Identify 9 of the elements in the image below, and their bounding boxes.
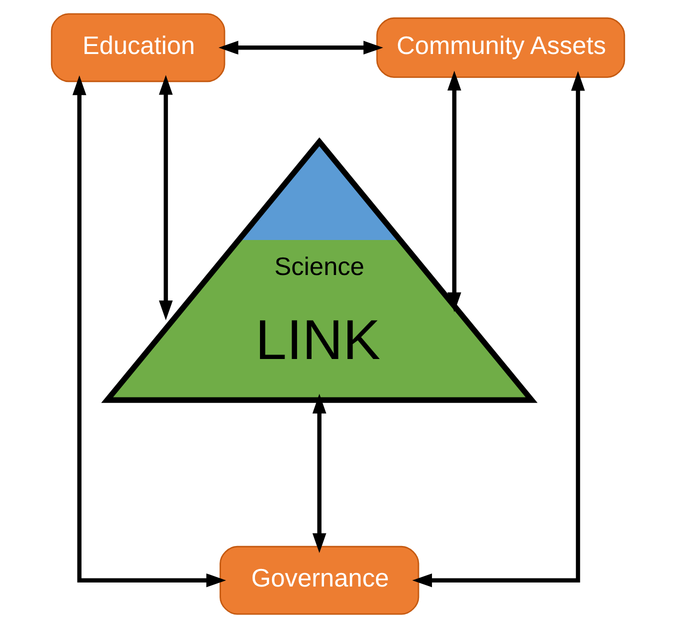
arrow bbox=[72, 75, 226, 588]
arrow bbox=[312, 394, 326, 553]
arrow bbox=[158, 75, 173, 320]
arrow bbox=[447, 70, 462, 312]
arrow bbox=[412, 71, 585, 588]
node-box: Governance bbox=[220, 546, 420, 615]
node-box: Education bbox=[50, 13, 226, 82]
node-box: Community Assets bbox=[376, 17, 626, 78]
arrow bbox=[218, 40, 384, 55]
